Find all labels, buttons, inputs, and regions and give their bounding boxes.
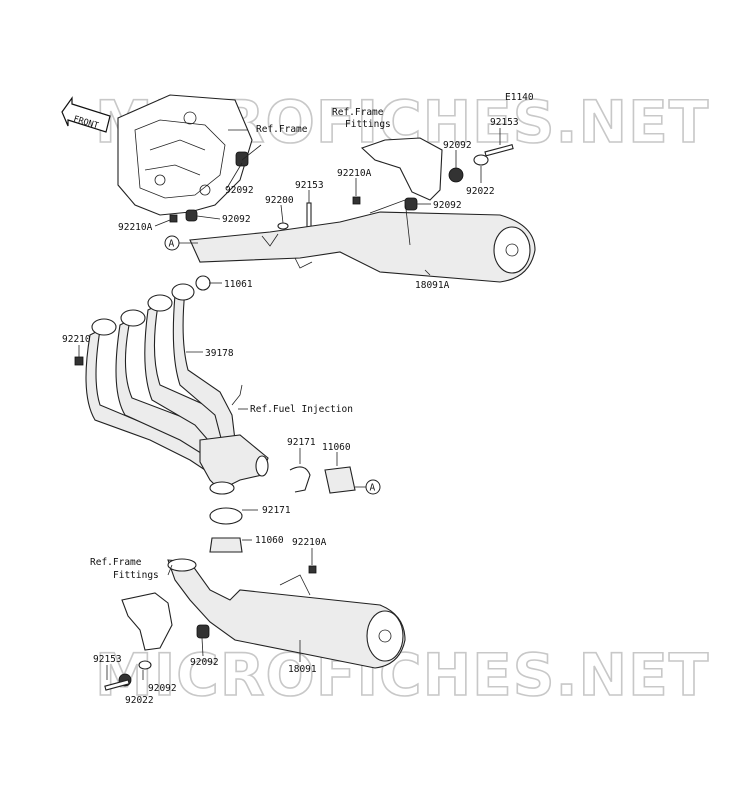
label-92210A-left: 92210A bbox=[118, 222, 153, 233]
diagram-code: E1140 bbox=[505, 92, 534, 103]
frame-reference-drawing bbox=[117, 94, 253, 216]
muffler-18091A bbox=[189, 199, 536, 283]
label-92210A-bottom: 92210A bbox=[292, 537, 327, 548]
rubber-damper-92092-bottom-center bbox=[196, 624, 210, 639]
leader-lines bbox=[78, 128, 501, 680]
label-92210: 92210 bbox=[62, 334, 91, 345]
rubber-damper-92092-frame-2 bbox=[185, 209, 198, 222]
label-ref-fuel-injection: Ref.Fuel Injection bbox=[250, 404, 353, 415]
label-11061: 11061 bbox=[224, 279, 253, 290]
label-92022-bottom: 92022 bbox=[125, 695, 154, 706]
label-11060-upper: 11060 bbox=[322, 442, 351, 453]
label-92092-top-right: 92092 bbox=[443, 140, 472, 151]
bolt-92153-mid bbox=[306, 202, 312, 230]
gasket-11060-lower bbox=[209, 537, 243, 553]
nut-92210 bbox=[74, 356, 84, 366]
rubber-damper-92092-top-right bbox=[448, 167, 464, 183]
rubber-damper-92092-bracket bbox=[404, 197, 418, 211]
bolt-92153-top bbox=[484, 144, 514, 157]
label-92153-top: 92153 bbox=[490, 117, 519, 128]
label-92171-lower: 92171 bbox=[262, 505, 291, 516]
washer-92022-bottom bbox=[138, 660, 152, 670]
watermark-bottom: MICROFICHES.NET bbox=[95, 641, 709, 709]
exhaust-header-39178 bbox=[85, 283, 269, 495]
label-ref-frame-fittings-top-2: Fittings bbox=[345, 119, 391, 130]
label-ref-frame-fittings-bottom-1: Ref.Frame bbox=[90, 557, 142, 568]
clamp-92171-lower bbox=[209, 507, 243, 525]
svg-text:A: A bbox=[169, 239, 175, 250]
label-ref-frame-fittings-top-1: Ref.Frame bbox=[332, 107, 384, 118]
washer-92200 bbox=[277, 222, 289, 230]
nut-92210A-top bbox=[352, 196, 361, 205]
label-92092-bottom-left: 92092 bbox=[148, 683, 177, 694]
frame-fittings-bracket-top bbox=[360, 137, 443, 201]
gasket-11060-upper bbox=[324, 466, 356, 494]
label-92200: 92200 bbox=[265, 195, 294, 206]
label-92171-upper: 92171 bbox=[287, 437, 316, 448]
label-92153-bottom: 92153 bbox=[93, 654, 122, 665]
rubber-damper-92092-frame-1 bbox=[235, 151, 249, 167]
label-92022-top: 92022 bbox=[466, 186, 495, 197]
label-92210A-top: 92210A bbox=[337, 168, 372, 179]
clamp-92171-upper bbox=[289, 466, 311, 493]
label-92092-bracket: 92092 bbox=[433, 200, 462, 211]
label-ref-frame-top: Ref.Frame bbox=[256, 124, 308, 135]
label-18091: 18091 bbox=[288, 664, 317, 675]
muffler-18091 bbox=[167, 558, 406, 669]
label-92153-mid: 92153 bbox=[295, 180, 324, 191]
frame-fittings-bracket-bottom bbox=[121, 592, 173, 651]
callout-marker-a-mid: A bbox=[365, 479, 381, 495]
gasket-11061 bbox=[195, 275, 211, 291]
washer-92022-top bbox=[473, 154, 489, 166]
label-92092-bottom-center: 92092 bbox=[190, 657, 219, 668]
nut-92210A-left bbox=[169, 214, 178, 223]
label-92092-frame-1: 92092 bbox=[225, 185, 254, 196]
label-39178: 39178 bbox=[205, 348, 234, 359]
label-92092-frame-2: 92092 bbox=[222, 214, 251, 225]
o2-sensor-wire bbox=[231, 384, 243, 406]
label-18091A: 18091A bbox=[415, 280, 450, 291]
nut-92210A-bottom bbox=[308, 565, 317, 574]
svg-text:A: A bbox=[370, 483, 376, 494]
label-ref-frame-fittings-bottom-2: Fittings bbox=[113, 570, 159, 581]
callout-marker-a-top: A bbox=[164, 235, 180, 251]
label-11060-lower: 11060 bbox=[255, 535, 284, 546]
bolt-92153-bottom bbox=[104, 679, 130, 691]
